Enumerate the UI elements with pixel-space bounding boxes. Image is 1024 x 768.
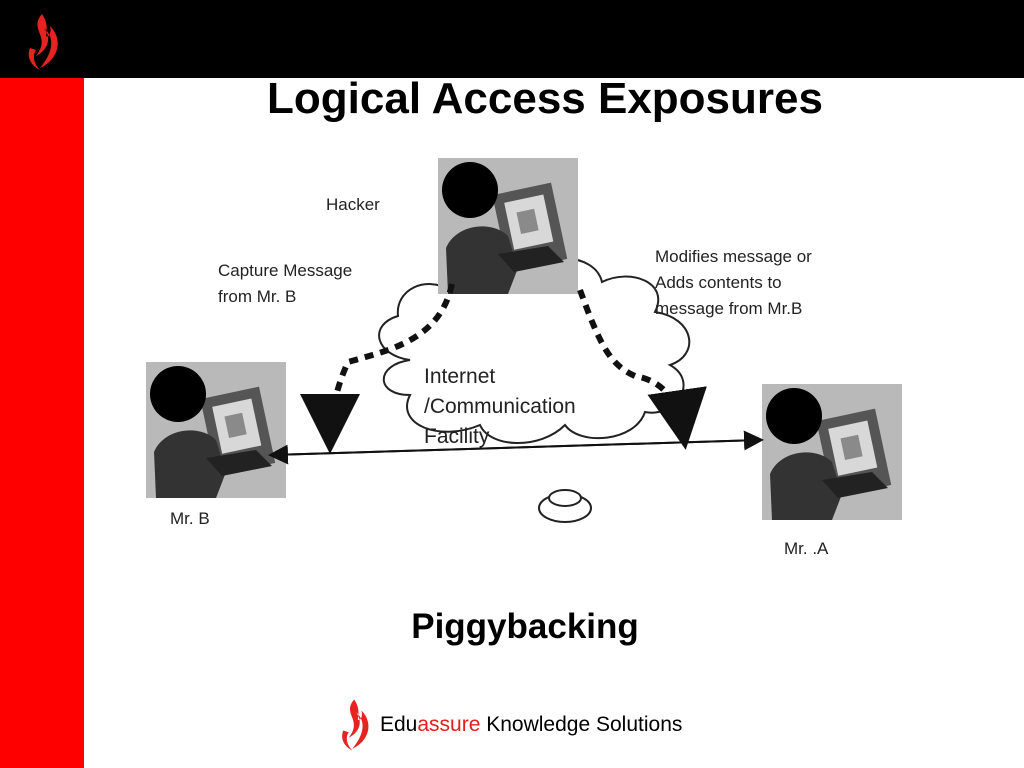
cloud-label-line3: Facility — [424, 425, 490, 448]
footer-brand: Eduassure Knowledge Solutions — [336, 696, 682, 754]
capture-label-line1: Capture Message — [218, 261, 353, 280]
brand-part-assure: assure — [417, 713, 481, 736]
modify-label-line3: message from Mr.B — [655, 299, 803, 318]
left-accent-bar — [0, 78, 84, 768]
hacker-label: Hacker — [326, 195, 380, 214]
slide-subtitle: Piggybacking — [411, 607, 639, 646]
modify-label-line2: Adds contents to — [655, 273, 782, 292]
person-at-computer-icon — [762, 384, 902, 520]
capture-label-line2: from Mr. B — [218, 287, 297, 306]
person-at-computer-icon — [438, 158, 578, 294]
piggybacking-diagram: Hacker Capture Message from Mr. B Modifi… — [140, 150, 910, 570]
flame-logo-icon — [342, 699, 369, 751]
brand-part-knowledge: Knowledge Solutions — [480, 713, 683, 736]
modify-label-line1: Modifies message or — [655, 247, 812, 266]
flame-logo-icon — [28, 14, 58, 70]
slide-title: Logical Access Exposures — [267, 74, 823, 123]
brand-part-edu: Edu — [380, 713, 418, 736]
top-bar — [0, 0, 1024, 78]
telephone-icon — [538, 489, 592, 523]
mr-b-label: Mr. B — [170, 509, 210, 528]
cloud-label-line2: /Communication — [424, 395, 576, 418]
cloud-label-line1: Internet — [424, 365, 496, 388]
person-at-computer-icon — [146, 362, 286, 498]
mr-a-label: Mr. .A — [784, 539, 829, 558]
footer-brand-text: Eduassure Knowledge Solutions — [380, 713, 682, 737]
